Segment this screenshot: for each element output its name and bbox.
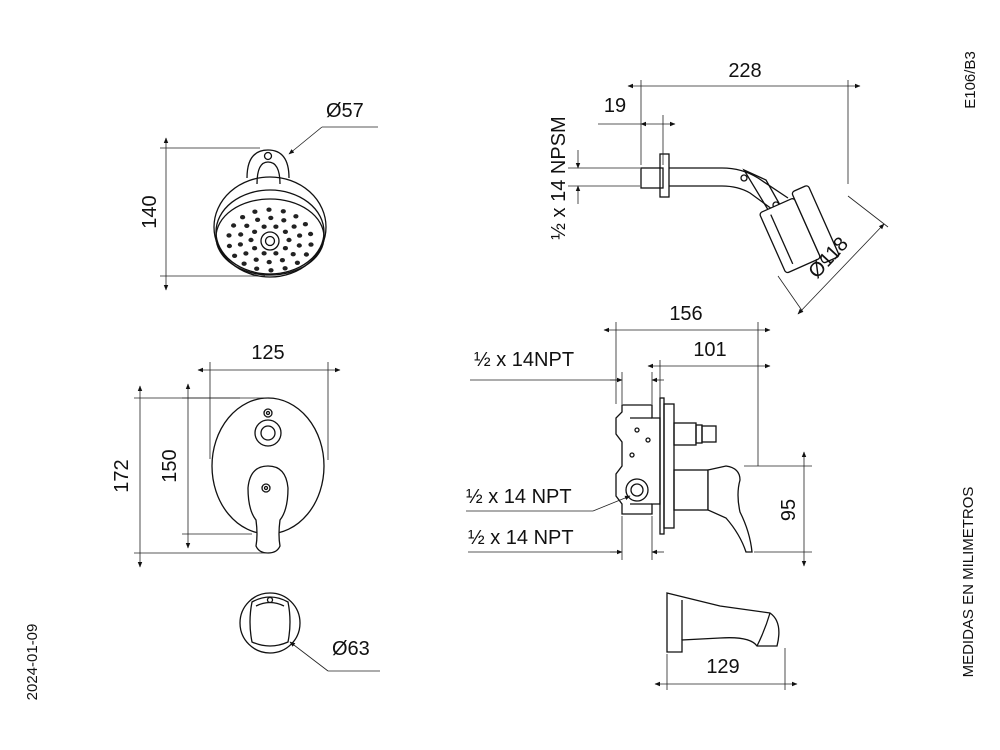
spray-hole [241,261,247,266]
spray-hole [273,251,279,256]
spray-hole [282,266,288,271]
dim-95-label: 95 [778,499,800,521]
thread-bottom-label: ½ x 14 NPT [468,527,574,549]
spray-hole [252,246,258,251]
spray-hole [291,224,297,229]
thread-middle-label: ½ x 14 NPT [466,486,572,508]
spray-hole [293,214,299,219]
dimension-thread-top: ½ x 14NPT [470,349,664,404]
dim-150-label: 150 [159,449,181,482]
dimension-228: 228 [627,60,861,184]
spray-hole [273,224,279,229]
dimension-npsm-thread: ½ x 14 NPSM [548,116,640,240]
spray-hole [261,251,267,256]
spray-hole [282,246,288,251]
spray-hole [308,242,314,247]
spray-hole [252,209,258,214]
spray-hole [302,222,308,227]
dimension-19: 19 [598,95,676,165]
dim-diam-57-label: Ø57 [326,100,364,122]
dim-129-label: 129 [706,656,739,678]
dim-diam-63-label: Ø63 [332,638,370,660]
dimension-thread-bottom: ½ x 14 NPT [468,516,664,560]
spray-hole [268,268,274,273]
dim-101-label: 101 [693,339,726,361]
spray-hole [243,251,249,256]
spray-hole [281,218,287,223]
spray-hole [290,252,296,257]
dimension-diam-63: Ø63 [289,638,380,672]
valve-front-view [211,397,325,554]
spray-hole [237,242,243,247]
units-note: MEDIDAS EN MILIMETROS [960,487,977,678]
dimension-95: 95 [744,451,812,567]
spray-hole [308,231,314,237]
spray-hole [232,253,238,258]
dim-125-label: 125 [251,342,284,364]
dim-140-label: 140 [139,195,161,228]
spray-holes [226,207,314,273]
spray-hole [226,243,232,249]
dimension-129: 129 [654,648,798,690]
sheet-date: 2024-01-09 [24,624,41,701]
spray-hole [248,237,254,243]
spray-hole [296,243,302,248]
spray-hole [254,266,260,271]
spray-hole [240,215,246,220]
dimension-101: 101 [647,339,771,398]
spray-hole [268,215,274,221]
dimension-150: 150 [159,383,252,549]
spray-hole [280,209,286,214]
dim-228-label: 228 [728,60,761,82]
dimension-156: 156 [603,303,771,466]
spout-front-view [239,592,301,654]
spray-hole [297,233,303,238]
shower-side-view [640,153,840,274]
thread-npsm-label: ½ x 14 NPSM [548,116,570,239]
spray-hole [253,257,259,262]
spout-side-view [666,592,780,653]
spray-hole [244,223,250,228]
spray-hole [252,229,258,234]
spray-hole [255,217,261,222]
valve-side-view [615,397,753,553]
spray-hole [266,259,272,265]
shower-head-front-view [213,149,327,278]
spray-hole [266,207,272,212]
dimension-thread-middle: ½ x 14 NPT [466,486,631,512]
spray-hole [286,237,292,243]
dimension-diam-57: Ø57 [288,100,378,155]
spray-hole [238,232,244,237]
spray-hole [226,233,232,238]
dim-156-label: 156 [669,303,702,325]
dimension-125: 125 [197,342,341,460]
spray-hole [279,258,285,263]
spray-hole [294,260,300,265]
dimension-172: 172 [111,385,268,568]
dimension-140: 140 [139,137,265,291]
spray-hole [282,229,288,234]
spray-hole [303,252,309,257]
sheet-code: E106/B3 [962,51,979,109]
thread-top-label: ½ x 14NPT [474,349,574,371]
dim-172-label: 172 [111,459,133,492]
spray-hole [231,223,237,228]
dim-19-label: 19 [604,95,626,117]
spray-hole [261,224,267,229]
